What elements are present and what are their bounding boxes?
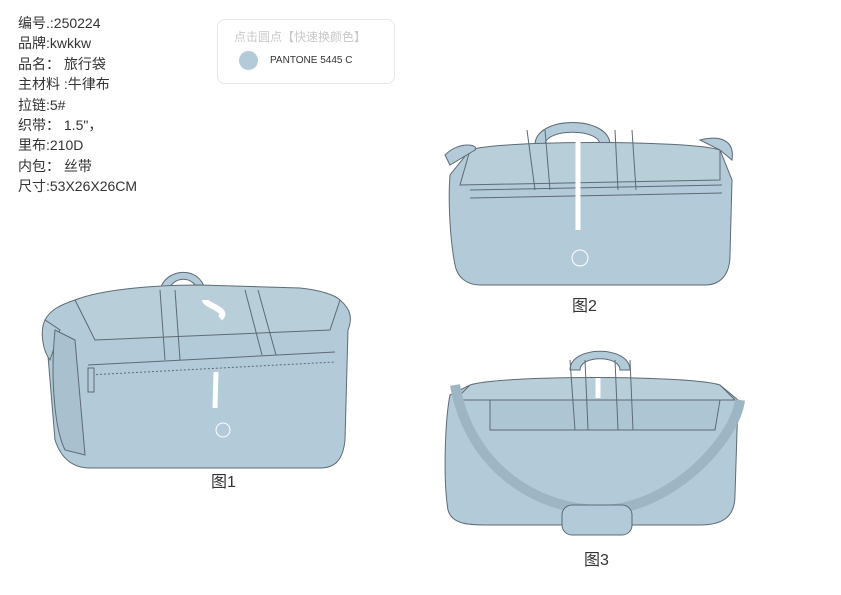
color-swatch[interactable] (239, 51, 258, 70)
spec-webbing: 织带： 1.5"， (18, 117, 103, 134)
bag-figure-3 (444, 350, 745, 536)
bag-figure-1 (41, 271, 351, 469)
spec-lining: 里布:210D (18, 137, 84, 154)
spec-brand: 品牌:kwkkw (18, 35, 92, 52)
spec-code: 编号.:250224 (18, 15, 101, 31)
spec-material: 主材料 :牛律布 (18, 76, 110, 93)
bag-figure-2 (444, 122, 733, 286)
spec-inner: 内包： 丝带 (18, 157, 92, 174)
color-name: PANTONE 5445 C (270, 55, 353, 66)
figure-label-2: 图2 (572, 298, 597, 315)
spec-size: 尺寸:53X26X26CM (18, 178, 138, 195)
color-panel: 点击圆点【快速换颜色】 PANTONE 5445 C (217, 19, 395, 84)
spec-zipper: 拉链:5# (18, 96, 66, 113)
spec-product-name: 品名： 旅行袋 (18, 55, 106, 72)
figure-label-1: 图1 (211, 474, 236, 491)
color-panel-title: 点击圆点【快速换颜色】 (234, 30, 367, 44)
figure-label-3: 图3 (584, 552, 609, 569)
spec-list: 编号.:250224 品牌:kwkkw 品名： 旅行袋 主材料 :牛律布 拉链:… (18, 13, 137, 197)
